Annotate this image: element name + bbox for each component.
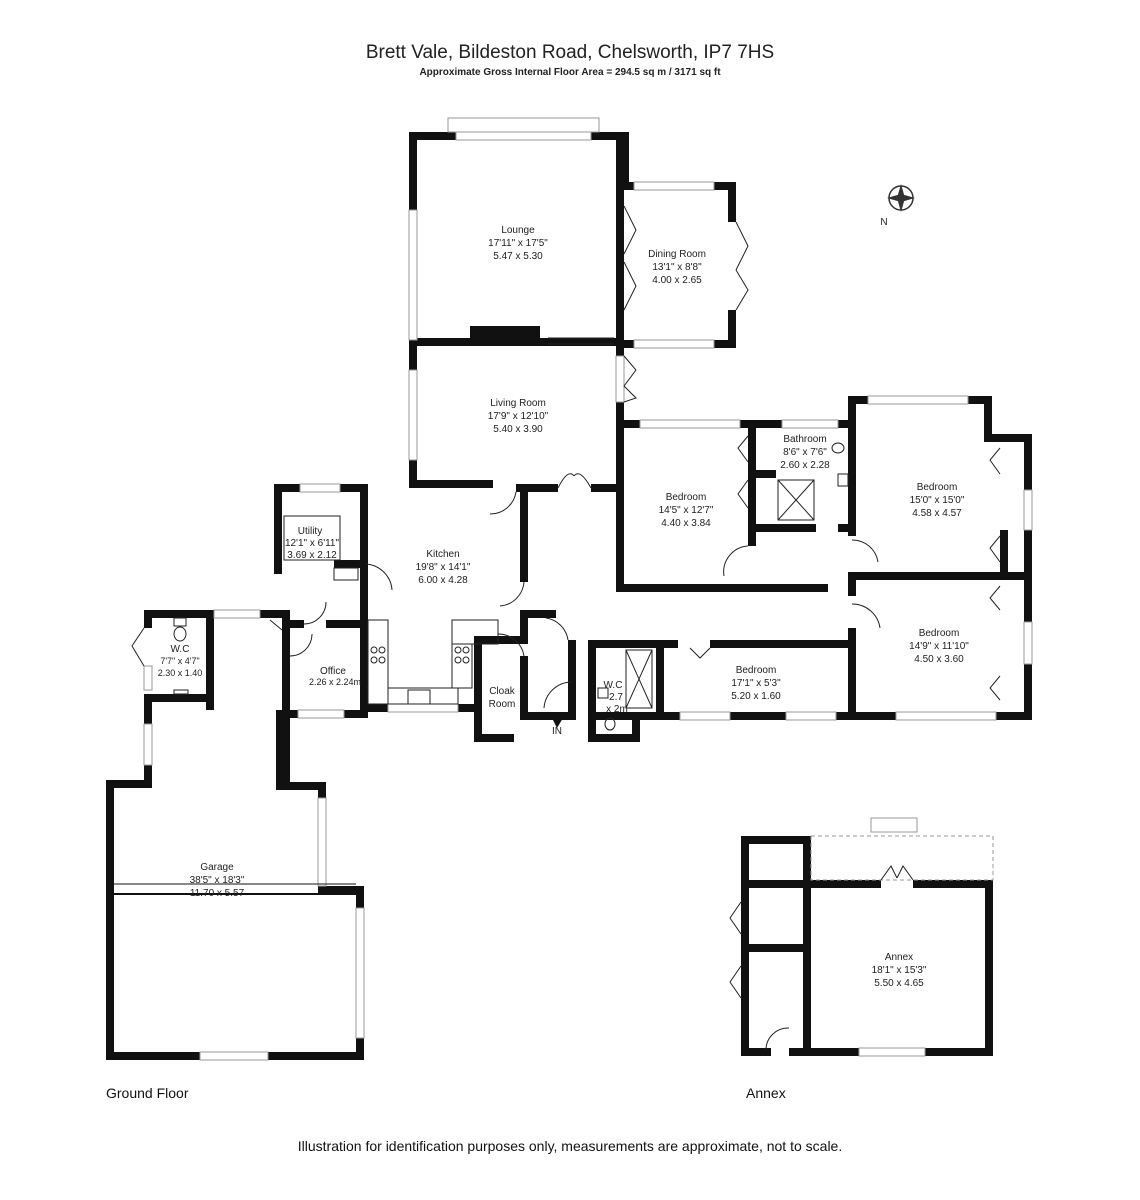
annex-imperial: 18'1" x 15'3" xyxy=(872,965,927,976)
bedroom1-imperial: 14'5" x 12'7" xyxy=(659,505,714,516)
cloak-name: Cloak xyxy=(489,686,516,697)
office-name: Office xyxy=(320,666,346,677)
office-metric: 2.26 x 2.24m xyxy=(309,677,361,687)
dining-metric: 4.00 x 2.65 xyxy=(652,275,702,286)
annex-floor-label: Annex xyxy=(746,1085,786,1101)
compass: N xyxy=(880,184,915,228)
annex-walls xyxy=(729,817,994,1057)
cloak-name-2: Room xyxy=(489,699,516,710)
wc2-dim2: x 2m xyxy=(606,704,628,715)
bedroom4-name: Bedroom xyxy=(736,665,777,676)
room-labels: Lounge 17'11" x 17'5" 5.47 x 5.30 Dining… xyxy=(158,225,970,989)
dining-imperial: 13'1" x 8'8" xyxy=(652,262,702,273)
ground-floor-label: Ground Floor xyxy=(106,1085,189,1101)
kitchen-name: Kitchen xyxy=(426,549,459,560)
bedroom4-metric: 5.20 x 1.60 xyxy=(731,691,781,702)
wc1-metric: 2.30 x 1.40 xyxy=(158,668,203,678)
doors-and-fixtures xyxy=(114,205,1001,895)
bathroom-name: Bathroom xyxy=(783,434,826,445)
lounge-name: Lounge xyxy=(501,225,535,236)
floor-area-subtitle: Approximate Gross Internal Floor Area = … xyxy=(419,67,721,78)
bathroom-metric: 2.60 x 2.28 xyxy=(780,460,830,471)
bedroom2-metric: 4.58 x 4.57 xyxy=(912,508,962,519)
plan-title: Brett Vale, Bildeston Road, Chelsworth, … xyxy=(365,42,775,63)
bedroom2-imperial: 15'0" x 15'0" xyxy=(910,495,965,506)
windows xyxy=(143,117,1033,1061)
wc2-dim1: 2.7 xyxy=(609,692,623,703)
lounge-metric: 5.47 x 5.30 xyxy=(493,251,543,262)
wc1-name: W.C xyxy=(171,644,190,655)
dining-name: Dining Room xyxy=(648,249,706,260)
garage-metric: 11.70 x 5.57 xyxy=(190,888,245,899)
living-imperial: 17'9" x 12'10" xyxy=(488,411,549,422)
bedroom1-name: Bedroom xyxy=(666,492,707,503)
garage-imperial: 38'5" x 18'3" xyxy=(190,875,245,886)
entrance-label: IN xyxy=(552,726,562,737)
wc1-imperial: 7'7" x 4'7" xyxy=(160,656,199,666)
wc2-name: W.C xyxy=(604,680,623,691)
living-metric: 5.40 x 3.90 xyxy=(493,424,543,435)
bedroom4-imperial: 17'1" x 5'3" xyxy=(731,678,781,689)
bedroom3-metric: 4.50 x 3.60 xyxy=(914,654,964,665)
compass-north-label: N xyxy=(880,217,887,228)
annex-metric: 5.50 x 4.65 xyxy=(874,978,924,989)
bathroom-imperial: 8'6" x 7'6" xyxy=(783,447,827,458)
utility-name: Utility xyxy=(298,526,322,537)
bedroom2-name: Bedroom xyxy=(917,482,958,493)
garage-name: Garage xyxy=(200,862,234,873)
bedroom1-metric: 4.40 x 3.84 xyxy=(661,518,711,529)
kitchen-imperial: 19'8" x 14'1" xyxy=(416,562,471,573)
bedroom3-imperial: 14'9" x 11'10" xyxy=(909,641,969,652)
utility-imperial: 12'1" x 6'11" xyxy=(285,538,340,549)
main-house-walls xyxy=(106,132,1032,1060)
entrance-arrow: IN xyxy=(552,712,563,737)
utility-metric: 3.69 x 2.12 xyxy=(287,550,337,561)
lounge-imperial: 17'11" x 17'5" xyxy=(488,238,548,249)
living-name: Living Room xyxy=(490,398,546,409)
disclaimer: Illustration for identification purposes… xyxy=(297,1138,843,1154)
annex-name: Annex xyxy=(885,952,913,963)
kitchen-metric: 6.00 x 4.28 xyxy=(418,575,468,586)
bedroom3-name: Bedroom xyxy=(919,628,960,639)
